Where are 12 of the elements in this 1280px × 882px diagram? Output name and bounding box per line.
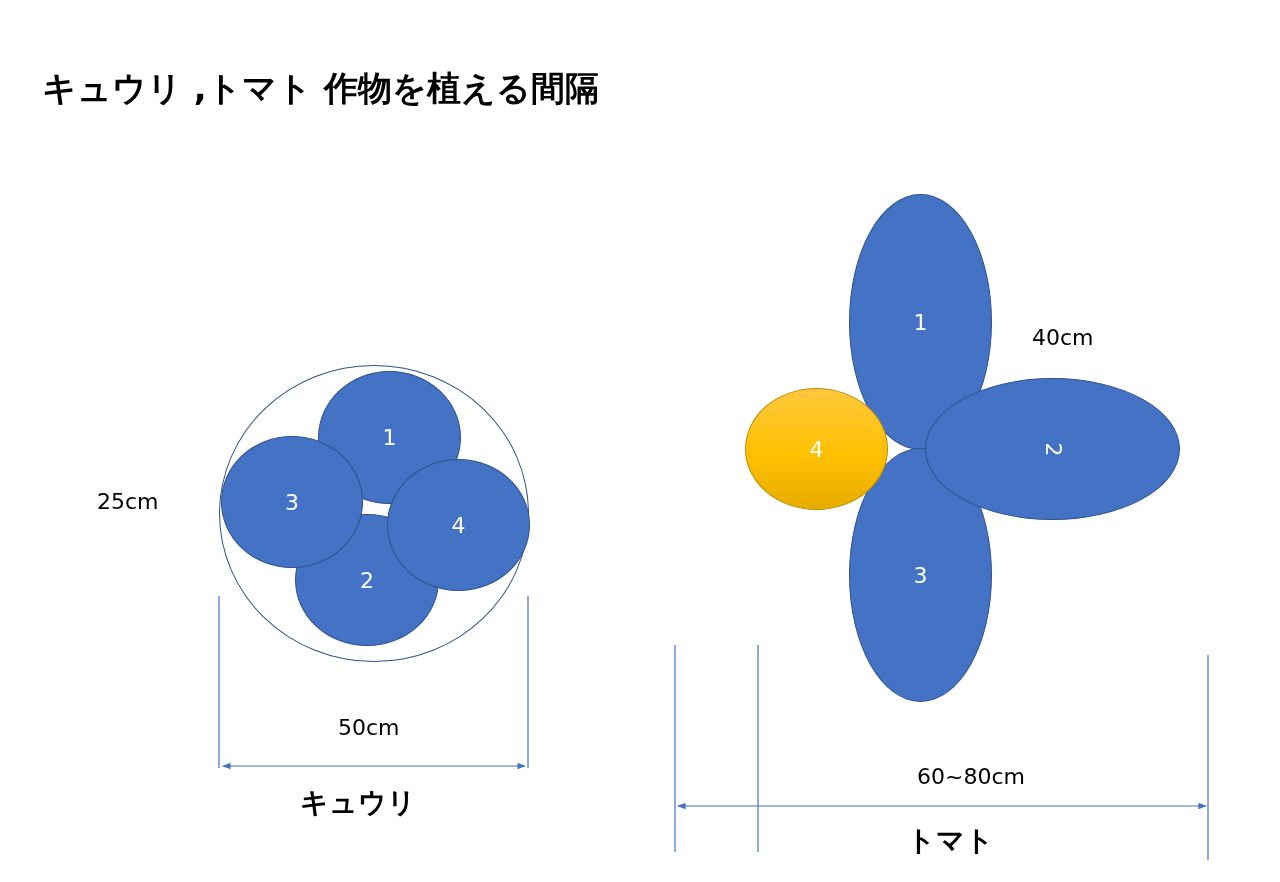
dimension-label: 40cm	[1032, 325, 1094, 350]
dimension-label: 25cm	[97, 489, 159, 514]
crop-name: キュウリ	[300, 785, 416, 821]
crop-name: トマト	[907, 823, 994, 859]
title: キュウリ ,トマト 作物を植える間隔	[42, 67, 599, 110]
plot-circle	[219, 365, 529, 662]
plant-ellipse: 4	[745, 388, 888, 510]
dimension-label: 50cm	[338, 715, 400, 740]
plant-ellipse: 2	[925, 378, 1180, 520]
plant-ellipse: 3	[221, 436, 363, 568]
plant-ellipse: 4	[387, 459, 530, 591]
dimension-label: 60~80cm	[917, 764, 1025, 789]
